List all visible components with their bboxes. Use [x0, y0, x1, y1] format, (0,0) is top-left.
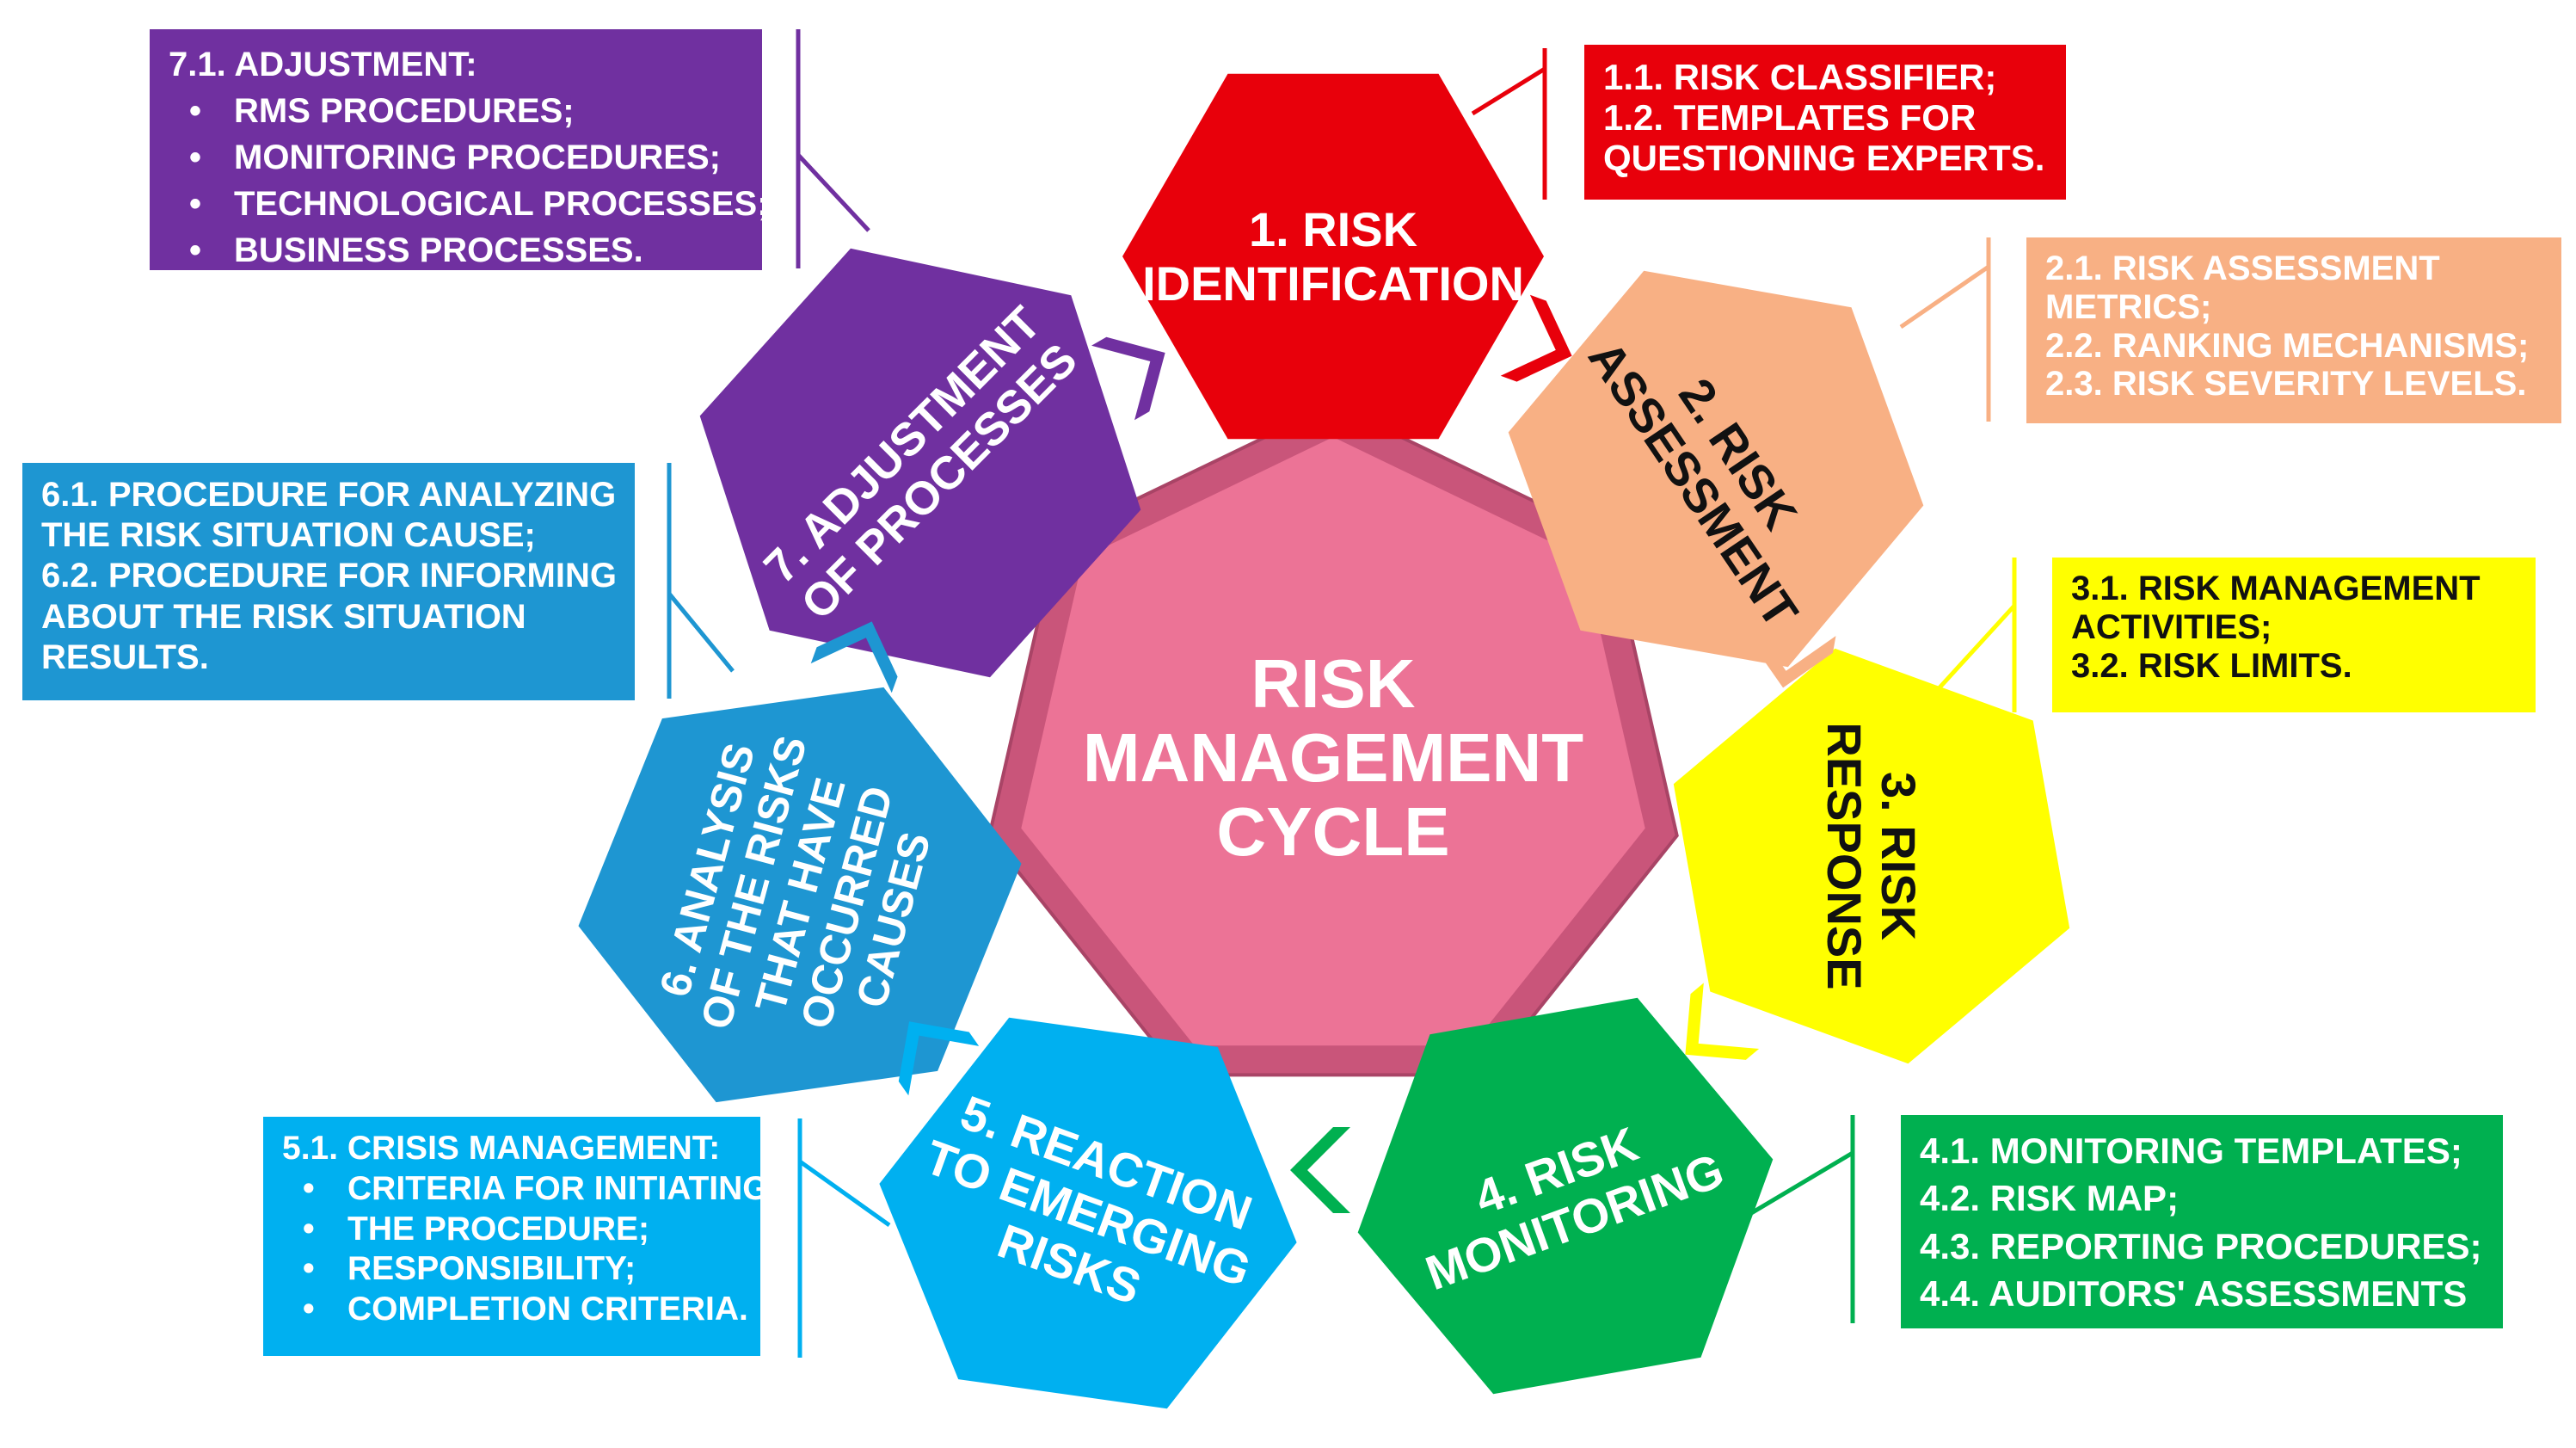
box-3-line: ACTIVITIES;	[2071, 607, 2272, 646]
box-risk-response-details: 3.1. RISK MANAGEMENT ACTIVITIES; 3.2. RI…	[2052, 558, 2536, 712]
connector-1	[1471, 48, 1547, 200]
box-6-line: ABOUT THE RISK SITUATION	[41, 597, 526, 636]
box-4-line: 4.3. REPORTING PROCEDURES;	[1920, 1225, 2482, 1266]
box-7-bullet: TECHNOLOGICAL PROCESSES;	[169, 181, 762, 227]
box-risk-assessment-details: 2.1. RISK ASSESSMENT METRICS; 2.2. RANKI…	[2026, 237, 2561, 423]
stage-label-3: 3. RISKRESPONSE	[1817, 722, 1926, 989]
box-5-continuation: THE PROCEDURE;	[282, 1210, 741, 1250]
box-7-bullet: RMS PROCEDURES;	[169, 88, 743, 134]
connector-7	[796, 29, 870, 268]
box-1-line: 1.2. TEMPLATES FOR	[1603, 97, 1977, 139]
connector-6	[667, 463, 735, 699]
box-reaction-details: 5.1. CRISIS MANAGEMENT: CRITERIA FOR INI…	[263, 1117, 760, 1356]
stage-hexagon-2	[1508, 270, 1924, 668]
box-2-line: 2.3. RISK SEVERITY LEVELS.	[2045, 365, 2527, 404]
stage-hexagon-1	[1122, 73, 1544, 440]
flow-chevron-5	[898, 1021, 980, 1096]
box-5-title: 5.1. CRISIS MANAGEMENT:	[282, 1130, 721, 1167]
flow-chevron-7	[1091, 336, 1165, 421]
box-adjustment-details: 7.1. ADJUSTMENT: RMS PROCEDURES; MONITOR…	[150, 29, 762, 270]
box-risk-identification-details: 1.1. RISK CLASSIFIER; 1.2. TEMPLATES FOR…	[1584, 45, 2066, 200]
flow-chevron-2	[1748, 620, 1836, 688]
flow-chevron-6	[810, 621, 898, 693]
box-analysis-details: 6.1. PROCEDURE FOR ANALYZING THE RISK SI…	[22, 463, 635, 700]
box-3-line: 3.2. RISK LIMITS.	[2071, 646, 2352, 685]
flow-chevron-3	[1685, 983, 1760, 1060]
box-6-line: RESULTS.	[41, 638, 209, 676]
flow-chevron-4	[1290, 1127, 1350, 1213]
stage-hexagon-4	[1357, 997, 1774, 1395]
stage-label-line: 3. RISK	[1872, 772, 1926, 940]
box-2-line: METRICS;	[2045, 287, 2212, 326]
stage-label-line: 1. RISK	[1249, 202, 1417, 256]
box-5-bullet: CRITERIA FOR INITIATING	[282, 1169, 760, 1210]
box-7-title: 7.1. ADJUSTMENT:	[169, 46, 477, 83]
box-6-line: 6.2. PROCEDURE FOR INFORMING	[41, 557, 617, 595]
stage-label-6: 6. ANALYSISOF THE RISKSTHAT HAVEOCCURRED…	[645, 718, 956, 1072]
stage-label-line: IDENTIFICATION	[1142, 256, 1524, 311]
stage-hexagon-3	[1673, 648, 2070, 1064]
box-7-bullet: MONITORING PROCEDURES;	[169, 134, 743, 181]
stage-label-line: RESPONSE	[1817, 722, 1872, 989]
flow-chevron-1	[1500, 294, 1572, 382]
box-5-bullet: RESPONSIBILITY;	[282, 1249, 741, 1290]
connector-2	[1899, 237, 1991, 422]
box-2-line: 2.2. RANKING MECHANISMS;	[2045, 326, 2530, 365]
box-1-line: QUESTIONING EXPERTS.	[1603, 138, 2045, 179]
box-1-line: 1.1. RISK CLASSIFIER;	[1603, 57, 1997, 97]
center-label-line: RISK	[1251, 645, 1415, 722]
box-4-line: 4.4. AUDITORS' ASSESSMENTS	[1920, 1273, 2468, 1315]
box-6-line: THE RISK SITUATION CAUSE;	[41, 516, 536, 555]
stage-hexagon-7	[699, 248, 1141, 678]
connector-5	[797, 1118, 891, 1358]
box-risk-monitoring-details: 4.1. MONITORING TEMPLATES; 4.2. RISK MAP…	[1901, 1115, 2503, 1328]
connector-4	[1741, 1115, 1855, 1323]
stage-hexagon-5	[879, 1017, 1297, 1409]
box-7-bullet: BUSINESS PROCESSES.	[169, 227, 743, 270]
center-heptagon-inner	[1021, 437, 1645, 1046]
box-6-line: 6.1. PROCEDURE FOR ANALYZING	[41, 476, 617, 514]
box-2-line: 2.1. RISK ASSESSMENT	[2045, 250, 2440, 287]
center-label-line: MANAGEMENT	[1083, 719, 1583, 796]
box-3-line: 3.1. RISK MANAGEMENT	[2071, 570, 2481, 607]
box-4-line: 4.1. MONITORING TEMPLATES;	[1920, 1131, 2462, 1171]
box-4-line: 4.2. RISK MAP;	[1920, 1178, 2179, 1219]
box-5-bullet: COMPLETION CRITERIA.	[282, 1290, 748, 1330]
center-label-line: CYCLE	[1216, 793, 1449, 870]
stage-hexagon-6	[578, 687, 1022, 1103]
